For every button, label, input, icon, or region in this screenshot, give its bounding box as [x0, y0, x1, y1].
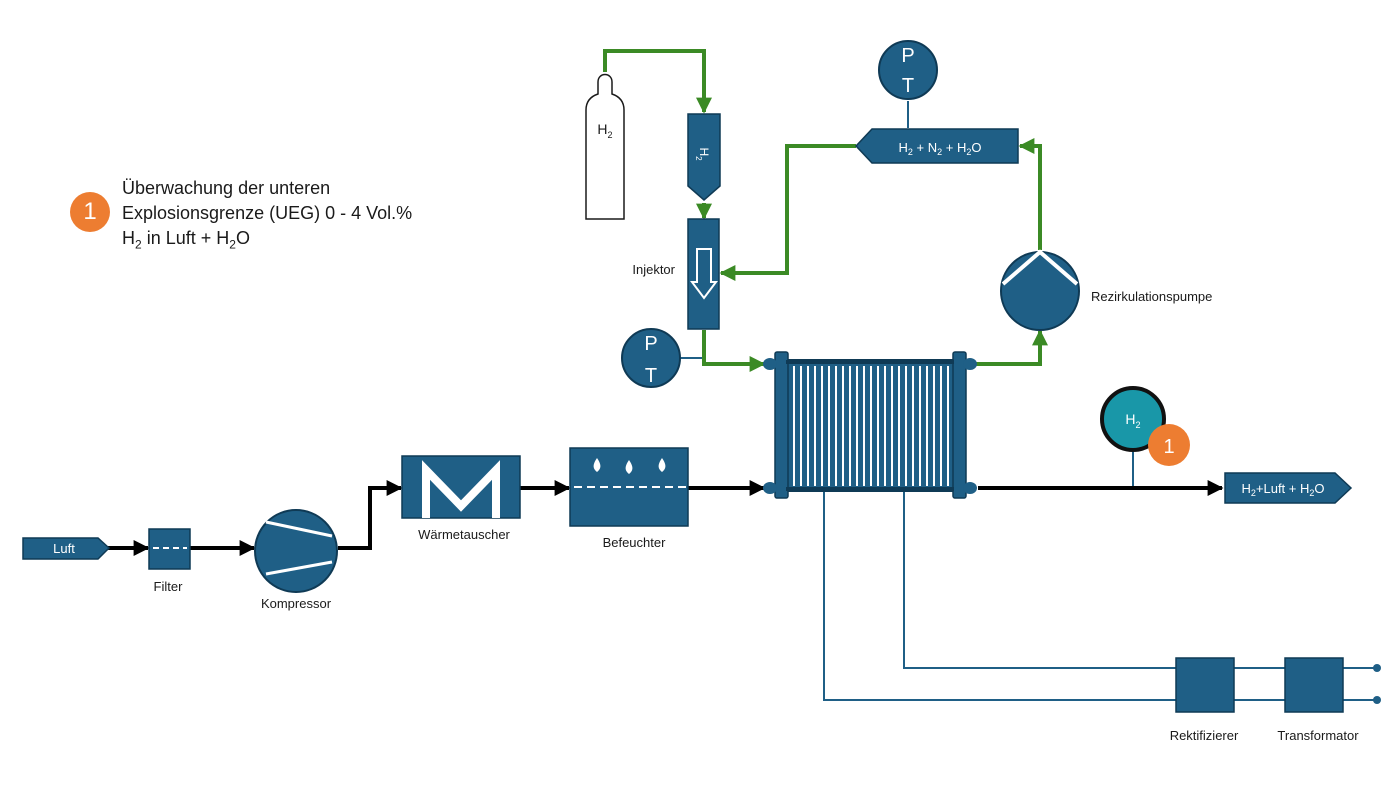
line-pump-recirc — [1018, 138, 1042, 250]
kompressor-label: Kompressor — [261, 596, 332, 611]
svg-text:T: T — [902, 75, 914, 97]
filter-label: Filter — [154, 579, 184, 594]
luft-inlet-tag: Luft — [22, 537, 111, 560]
droplet-icon — [593, 458, 601, 472]
luft-label: Luft — [53, 541, 75, 556]
line-stack-pump — [976, 329, 1048, 366]
outlet-tag-label: H2+Luft + H2O — [1241, 481, 1324, 498]
wire-stack-upper — [903, 490, 1176, 669]
terminal-lower — [1373, 696, 1381, 704]
h2-tank: H2 — [687, 113, 721, 201]
transformator-label: Transformator — [1277, 728, 1359, 743]
tank-label: H2 — [694, 147, 711, 161]
fuel-cell-stack — [763, 351, 977, 499]
befeuchter-label: Befeuchter — [603, 535, 667, 550]
line-recirc-injektor — [719, 144, 856, 281]
rezirkulationspumpe: Rezirkulationspumpe — [1000, 249, 1212, 331]
line-kompressor-waermetauscher — [338, 480, 403, 550]
legend-line-1: Überwachung der unteren — [122, 178, 331, 198]
filter: Filter — [148, 528, 191, 594]
down-arrow-icon — [690, 248, 718, 300]
outlet-tag: H2+Luft + H2O — [1224, 472, 1353, 504]
legend: 1 Überwachung der unteren Explosionsgren… — [70, 176, 490, 256]
h2-cylinder: H2 — [585, 73, 625, 220]
line-injektor-stack — [702, 330, 766, 372]
pt-sensor-top: P T — [878, 40, 938, 100]
kompressor: Kompressor — [254, 509, 338, 611]
rezirkulationspumpe-label: Rezirkulationspumpe — [1091, 289, 1212, 304]
injektor: Injektor — [632, 218, 720, 330]
befeuchter: Befeuchter — [569, 447, 689, 550]
legend-text: Überwachung der unteren Explosionsgrenze… — [122, 176, 412, 258]
svg-text:P: P — [644, 333, 657, 355]
line-cylinder-tank — [603, 49, 712, 114]
hydrogen-lines — [603, 49, 1048, 372]
droplet-icon — [658, 458, 666, 472]
terminal-upper — [1373, 664, 1381, 672]
rektifizierer: Rektifizierer — [1170, 657, 1239, 743]
injektor-label: Injektor — [632, 262, 675, 277]
wire-stack-lower — [823, 490, 1176, 701]
recirc-tag-label: H2 + N2 + H2O — [899, 140, 982, 157]
recirc-tag: H2 + N2 + H2O — [854, 128, 1019, 164]
transformator: Transformator — [1277, 657, 1359, 743]
h2-sensor-label: H2 — [1125, 411, 1140, 430]
sensor-badge — [1148, 424, 1190, 466]
legend-badge: 1 — [70, 192, 110, 232]
pt-sensor-injektor: P T — [621, 328, 681, 388]
waermetauscher-label: Wärmetauscher — [418, 527, 510, 542]
air-lines — [108, 480, 1224, 556]
legend-line-2: Explosionsgrenze (UEG) 0 - 4 Vol.% — [122, 203, 413, 223]
droplet-icon — [625, 460, 633, 474]
waermetauscher: Wärmetauscher — [401, 455, 521, 542]
svg-text:1: 1 — [1163, 436, 1174, 458]
electrical-lines — [680, 101, 1376, 701]
svg-text:P: P — [901, 45, 914, 67]
h2-sensor: H2 1 — [1100, 386, 1190, 466]
rektifizierer-label: Rektifizierer — [1170, 728, 1239, 743]
cylinder-label: H2 — [597, 121, 612, 140]
svg-text:T: T — [645, 365, 657, 387]
legend-line-3: H2 in Luft + H2O — [122, 228, 250, 252]
